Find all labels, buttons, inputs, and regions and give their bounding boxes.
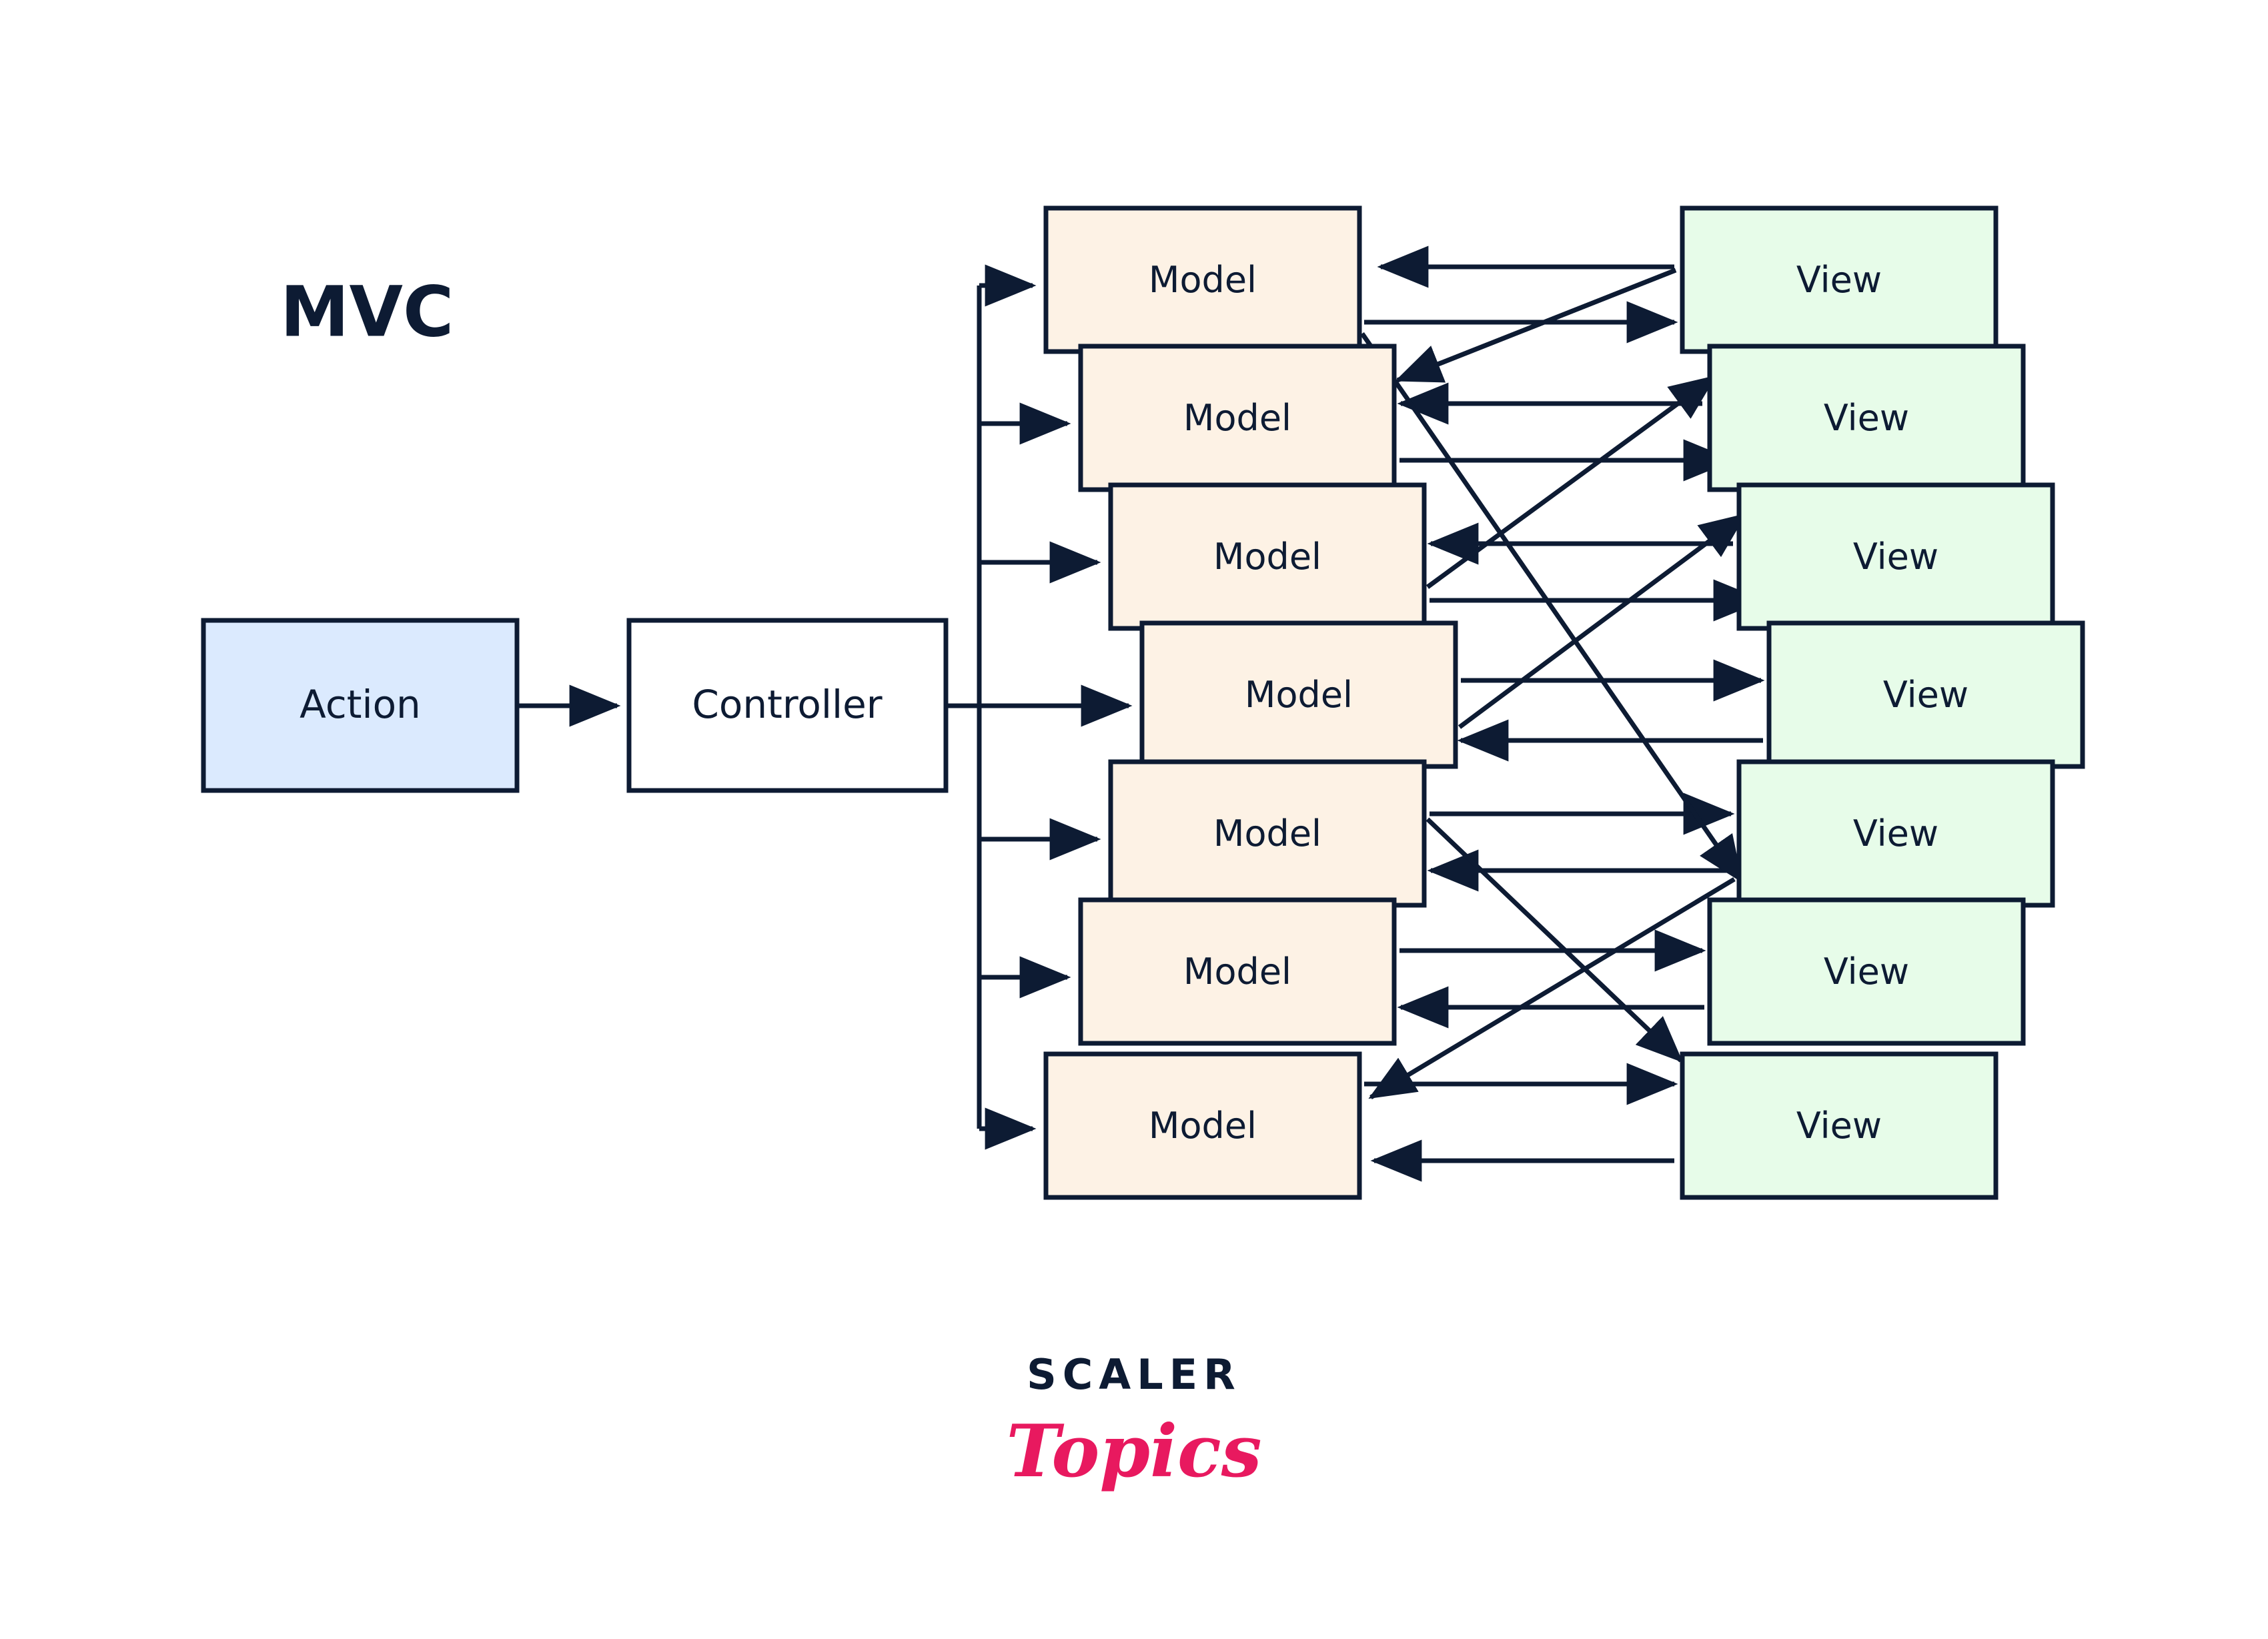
view-node-6[interactable]: View <box>1707 897 2026 1046</box>
action-box[interactable] <box>201 618 520 793</box>
controller-label: Controller <box>692 682 882 727</box>
view-label-1: View <box>1796 259 1882 301</box>
action-node[interactable]: Action <box>201 618 520 793</box>
model-box-3[interactable] <box>1108 482 1427 631</box>
view-label-5: View <box>1853 812 1938 855</box>
logo-scaler-text: SCALER <box>1027 1350 1241 1399</box>
view-box-5[interactable] <box>1736 759 2055 908</box>
model-label-5: Model <box>1213 812 1321 855</box>
view-label-6: View <box>1824 951 1909 993</box>
action-label: Action <box>300 682 421 727</box>
model-label-4: Model <box>1245 674 1353 716</box>
model-box-7[interactable] <box>1043 1051 1362 1200</box>
model-label-1: Model <box>1149 259 1257 301</box>
model-node-7[interactable]: Model <box>1043 1051 1362 1200</box>
model-node-1[interactable]: Model <box>1043 205 1362 354</box>
model-node-5[interactable]: Model <box>1108 759 1427 908</box>
view-node-7[interactable]: View <box>1680 1051 1999 1200</box>
controller-box[interactable] <box>626 618 949 793</box>
model-node-4[interactable]: Model <box>1139 620 1458 769</box>
view-box-4[interactable] <box>1766 620 2085 769</box>
model-box-2[interactable] <box>1078 344 1397 492</box>
controller-fanout-arrows <box>946 264 1133 1150</box>
diagonal-model1-to-view5 <box>1360 332 1743 883</box>
diagonal-model3-to-view2 <box>1426 375 1717 589</box>
model-box-5[interactable] <box>1108 759 1427 908</box>
model-label-7: Model <box>1149 1105 1257 1147</box>
model-label-6: Model <box>1183 951 1291 993</box>
view-node-2[interactable]: View <box>1707 344 2026 492</box>
diagonal-model5-to-view6 <box>1426 817 1684 1063</box>
view-label-3: View <box>1853 536 1938 578</box>
view-box-3[interactable] <box>1736 482 2055 631</box>
view-label-7: View <box>1796 1105 1882 1147</box>
model-view-connectors <box>1360 245 1765 1182</box>
page-title: MVC <box>280 271 454 352</box>
view-node-1[interactable]: View <box>1680 205 1999 354</box>
model-node-3[interactable]: Model <box>1108 482 1427 631</box>
model-node-2[interactable]: Model <box>1078 344 1397 492</box>
view-box-2[interactable] <box>1707 344 2026 492</box>
view-box-7[interactable] <box>1680 1051 1999 1200</box>
diagonal-model4-to-view3 <box>1458 513 1747 729</box>
model-box-4[interactable] <box>1139 620 1458 769</box>
view-label-2: View <box>1824 397 1909 439</box>
model-label-3: Model <box>1213 536 1321 578</box>
diagonal-view1-to-model2 <box>1395 267 1677 383</box>
view-node-3[interactable]: View <box>1736 482 2055 631</box>
model-node-6[interactable]: Model <box>1078 897 1397 1046</box>
diagonal-view5-to-model7 <box>1368 877 1736 1100</box>
view-node-5[interactable]: View <box>1736 759 2055 908</box>
model-box-1[interactable] <box>1043 205 1362 354</box>
view-label-4: View <box>1883 674 1968 716</box>
model-label-2: Model <box>1183 397 1291 439</box>
scaler-topics-logo: SCALER Topics <box>1006 1350 1261 1494</box>
view-node-4[interactable]: View <box>1766 620 2085 769</box>
controller-node[interactable]: Controller <box>626 618 949 793</box>
logo-topics-text: Topics <box>1006 1410 1261 1494</box>
view-box-6[interactable] <box>1707 897 2026 1046</box>
view-box-1[interactable] <box>1680 205 1999 354</box>
model-box-6[interactable] <box>1078 897 1397 1046</box>
